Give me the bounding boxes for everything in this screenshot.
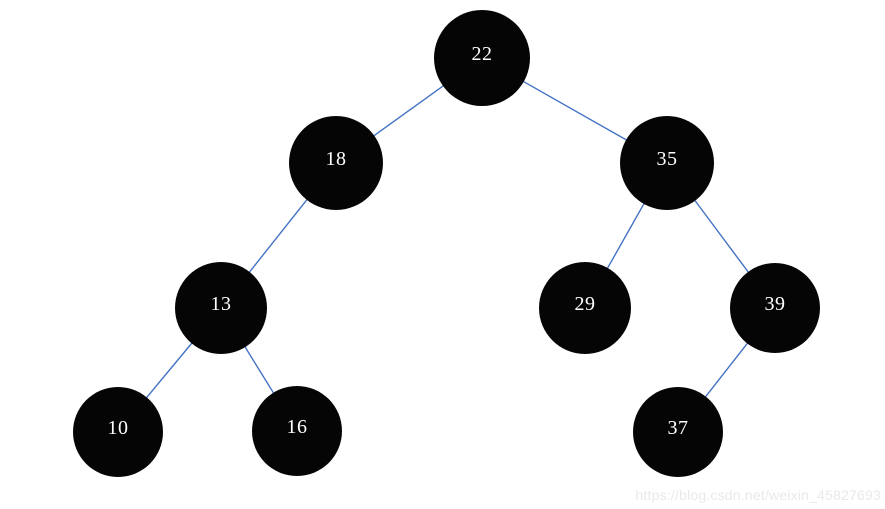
tree-node-label: 16 [286, 416, 308, 438]
tree-node-label: 10 [107, 417, 129, 439]
tree-edge-13-10 [145, 342, 193, 399]
tree-node-39[interactable]: 39 [730, 263, 820, 353]
tree-node-label: 37 [667, 417, 689, 439]
tree-node-29[interactable]: 29 [539, 262, 631, 354]
tree-node-22[interactable]: 22 [434, 10, 530, 106]
tree-edge-13-16 [244, 345, 275, 394]
tree-edge-35-29 [606, 202, 645, 270]
tree-node-37[interactable]: 37 [633, 387, 723, 477]
tree-node-13[interactable]: 13 [175, 262, 267, 354]
tree-node-label: 13 [210, 293, 232, 315]
tree-node-label: 39 [764, 293, 786, 315]
tree-edge-22-18 [372, 84, 445, 137]
tree-node-label: 22 [471, 43, 493, 65]
tree-edge-39-37 [704, 342, 749, 398]
tree-edge-18-13 [248, 198, 308, 274]
tree-node-18[interactable]: 18 [289, 116, 383, 210]
tree-node-label: 18 [325, 148, 347, 170]
tree-node-label: 35 [656, 148, 678, 170]
tree-node-35[interactable]: 35 [620, 116, 714, 210]
tree-edge-35-39 [693, 199, 750, 274]
tree-node-10[interactable]: 10 [73, 387, 163, 477]
tree-node-16[interactable]: 16 [252, 386, 342, 476]
tree-edge-22-35 [522, 80, 628, 141]
watermark-text: https://blog.csdn.net/weixin_45827693 [635, 487, 881, 503]
tree-node-label: 29 [574, 293, 596, 315]
